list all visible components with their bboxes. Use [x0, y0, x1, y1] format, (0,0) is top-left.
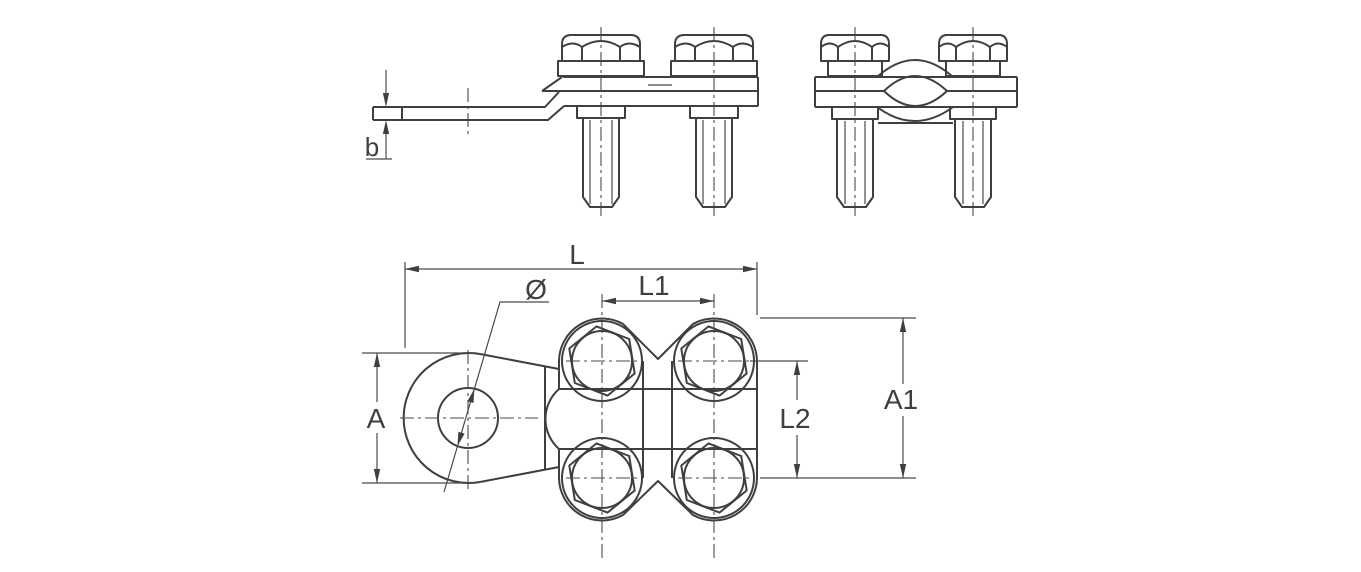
side-view-bolt-right	[670, 26, 758, 219]
side-view-palm	[372, 76, 759, 138]
dim-label-diameter: Ø	[525, 274, 547, 305]
dim-label-L2: L2	[779, 403, 810, 434]
channel-hump-bottom	[876, 106, 954, 122]
channel-lens	[883, 75, 948, 107]
dim-label-b: b	[365, 132, 379, 162]
plan-view-ring-terminal	[400, 350, 560, 489]
dimension-A1: A1	[760, 317, 918, 479]
side-view: b	[365, 26, 759, 219]
dimension-b: b	[365, 70, 392, 162]
dim-label-A: A	[367, 403, 386, 434]
dimension-A: A	[362, 352, 477, 484]
end-view-body	[814, 59, 1018, 124]
side-view-bolt-left	[557, 26, 645, 219]
end-view	[814, 26, 1018, 219]
plan-view: L L1 Ø A L2	[362, 239, 918, 558]
channel-hump-top	[876, 59, 954, 78]
dimension-L1: L1	[602, 270, 714, 305]
plan-view-clamp-body	[544, 317, 758, 522]
dimension-L2: L2	[750, 360, 811, 478]
ring-centerlines	[400, 350, 538, 489]
bolt-column-centerlines	[601, 294, 715, 558]
dimension-L: L	[404, 239, 758, 348]
dim-label-A1: A1	[884, 384, 918, 415]
dimension-diameter: Ø	[443, 274, 549, 493]
dim-label-L1: L1	[638, 270, 669, 301]
dim-label-L: L	[569, 239, 585, 270]
